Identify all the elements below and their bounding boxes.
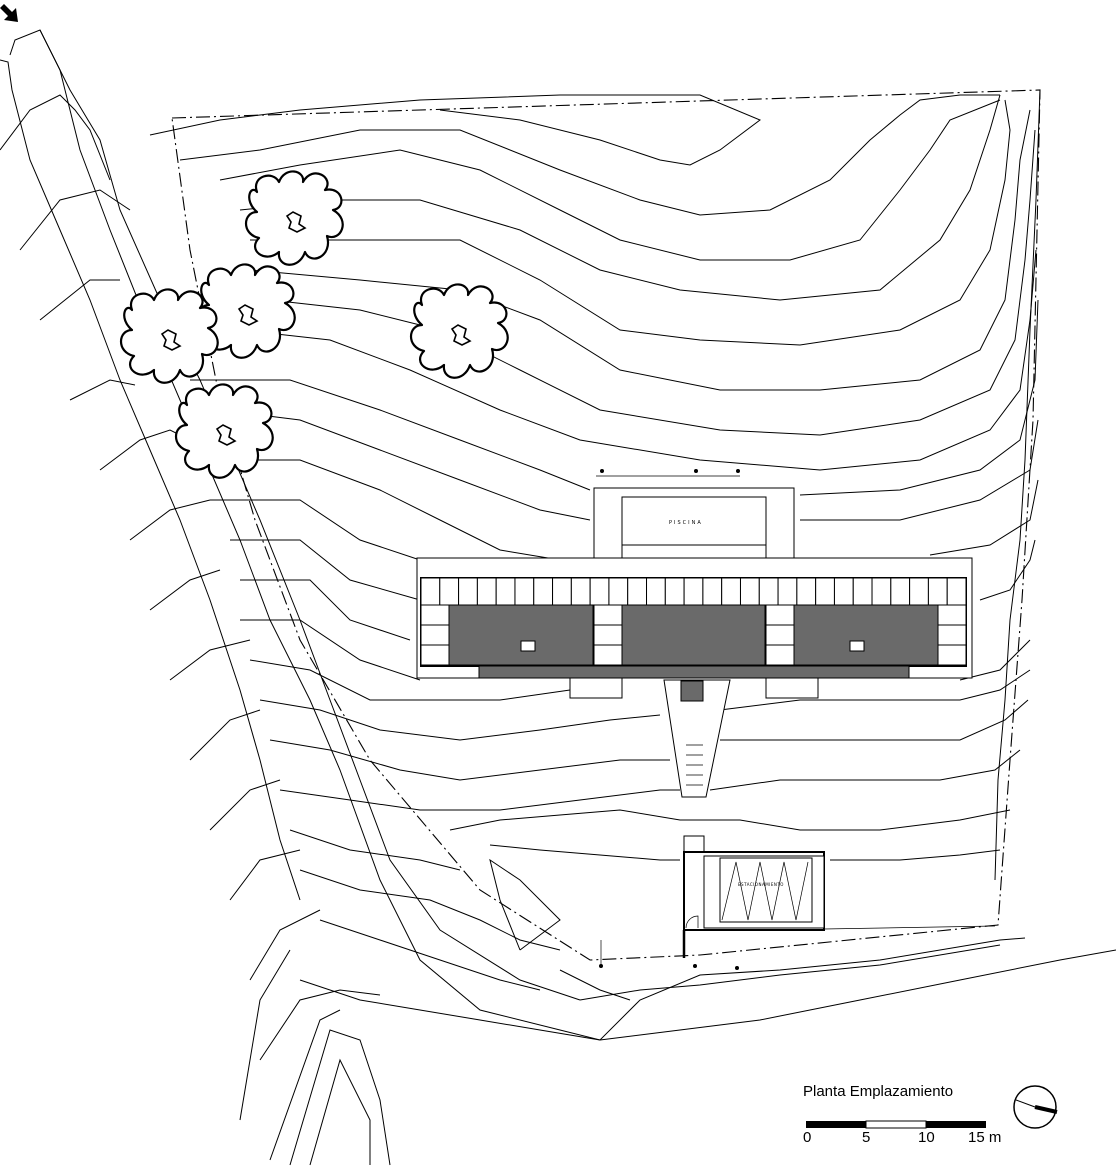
facade-module xyxy=(570,577,591,606)
facade-module xyxy=(777,577,798,606)
facade-module xyxy=(552,577,572,606)
tree-group xyxy=(119,170,509,479)
facade-module xyxy=(702,577,723,606)
scale-bar xyxy=(806,1120,986,1129)
facade-module xyxy=(796,577,817,606)
facade-module xyxy=(533,577,554,606)
tree xyxy=(196,263,296,359)
facade-module xyxy=(852,577,873,606)
facade-module xyxy=(683,577,704,606)
facade-module xyxy=(646,577,666,606)
facade-module xyxy=(833,577,854,606)
facade-module xyxy=(514,577,535,606)
scale-label-15m: 15 m xyxy=(968,1129,1002,1146)
facade-module xyxy=(871,577,892,606)
facade-module xyxy=(758,577,779,606)
pool-label: PISCINA xyxy=(669,520,703,526)
north-arrow-icon xyxy=(1013,1085,1058,1129)
facade-module xyxy=(815,577,835,606)
scale-label-5: 5 xyxy=(862,1129,871,1146)
facade-module xyxy=(589,577,610,606)
room-module xyxy=(765,624,795,646)
access-arrow-icon xyxy=(0,4,18,22)
entry-walkway xyxy=(663,679,731,798)
facade-module xyxy=(627,577,648,606)
room-module xyxy=(420,644,450,666)
lower-terrace xyxy=(478,665,910,679)
room-module xyxy=(937,644,967,666)
facade-module xyxy=(439,577,460,606)
facade-module xyxy=(909,577,929,606)
tree xyxy=(174,383,274,479)
facade-module xyxy=(721,577,741,606)
hatched-zone-east xyxy=(793,604,939,666)
room-module xyxy=(765,604,795,626)
annex-label: ESTACIONAMIENTO xyxy=(738,882,784,887)
facade-module xyxy=(495,577,516,606)
facade-module xyxy=(946,577,967,606)
room-module xyxy=(420,624,450,646)
facade-module xyxy=(927,577,948,606)
facade-module xyxy=(664,577,685,606)
hatched-zone-center xyxy=(621,604,766,666)
scale-label-0: 0 xyxy=(803,1129,812,1146)
facade-module xyxy=(739,577,760,606)
annex-building: ESTACIONAMIENTO xyxy=(599,835,996,970)
pool xyxy=(621,496,767,546)
room-module xyxy=(937,604,967,626)
main-house: PISCINA xyxy=(416,469,973,798)
hatched-zone-west xyxy=(448,604,594,666)
room-module xyxy=(593,624,623,646)
facade-module xyxy=(476,577,497,606)
facade-module xyxy=(420,577,441,606)
drawing-title: Planta Emplazamiento xyxy=(803,1083,954,1100)
facade-module xyxy=(608,577,629,606)
facade-modules xyxy=(420,577,967,666)
room-module xyxy=(593,604,623,626)
room-module xyxy=(937,624,967,646)
facade-module xyxy=(890,577,911,606)
scale-label-10: 10 xyxy=(918,1129,935,1146)
room-module xyxy=(593,644,623,666)
tree xyxy=(244,170,344,266)
room-module xyxy=(765,644,795,666)
facade-module xyxy=(458,577,478,606)
tree xyxy=(409,283,509,379)
tree xyxy=(119,288,219,384)
section-markers-top xyxy=(596,469,740,477)
room-module xyxy=(420,604,450,626)
